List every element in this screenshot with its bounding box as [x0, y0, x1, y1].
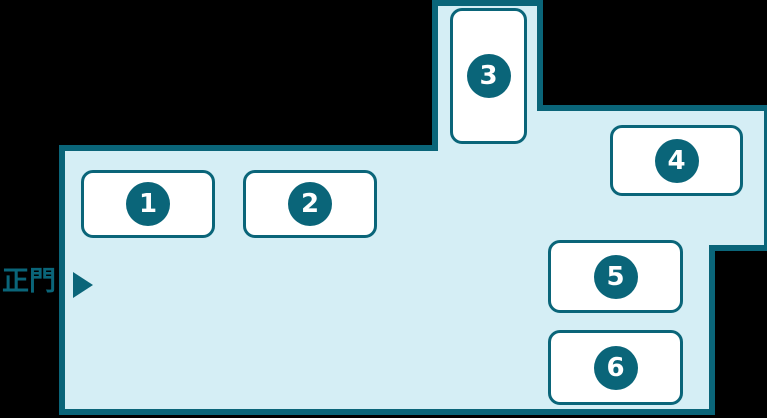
room-badge-3: 3 — [466, 54, 511, 98]
entrance-label: 正門 — [2, 266, 56, 297]
room-badge-4: 4 — [654, 138, 699, 183]
room-badge-5: 5 — [593, 254, 638, 299]
room-box-1[interactable]: 1 — [81, 170, 215, 238]
room-box-5[interactable]: 5 — [548, 240, 683, 313]
triangle-right-icon — [73, 272, 93, 298]
room-box-6[interactable]: 6 — [548, 330, 683, 405]
room-box-2[interactable]: 2 — [243, 170, 377, 238]
room-badge-6: 6 — [593, 345, 638, 390]
room-box-3[interactable]: 3 — [450, 8, 527, 144]
room-badge-2: 2 — [288, 182, 332, 226]
room-badge-1: 1 — [126, 182, 170, 226]
room-box-4[interactable]: 4 — [610, 125, 743, 196]
